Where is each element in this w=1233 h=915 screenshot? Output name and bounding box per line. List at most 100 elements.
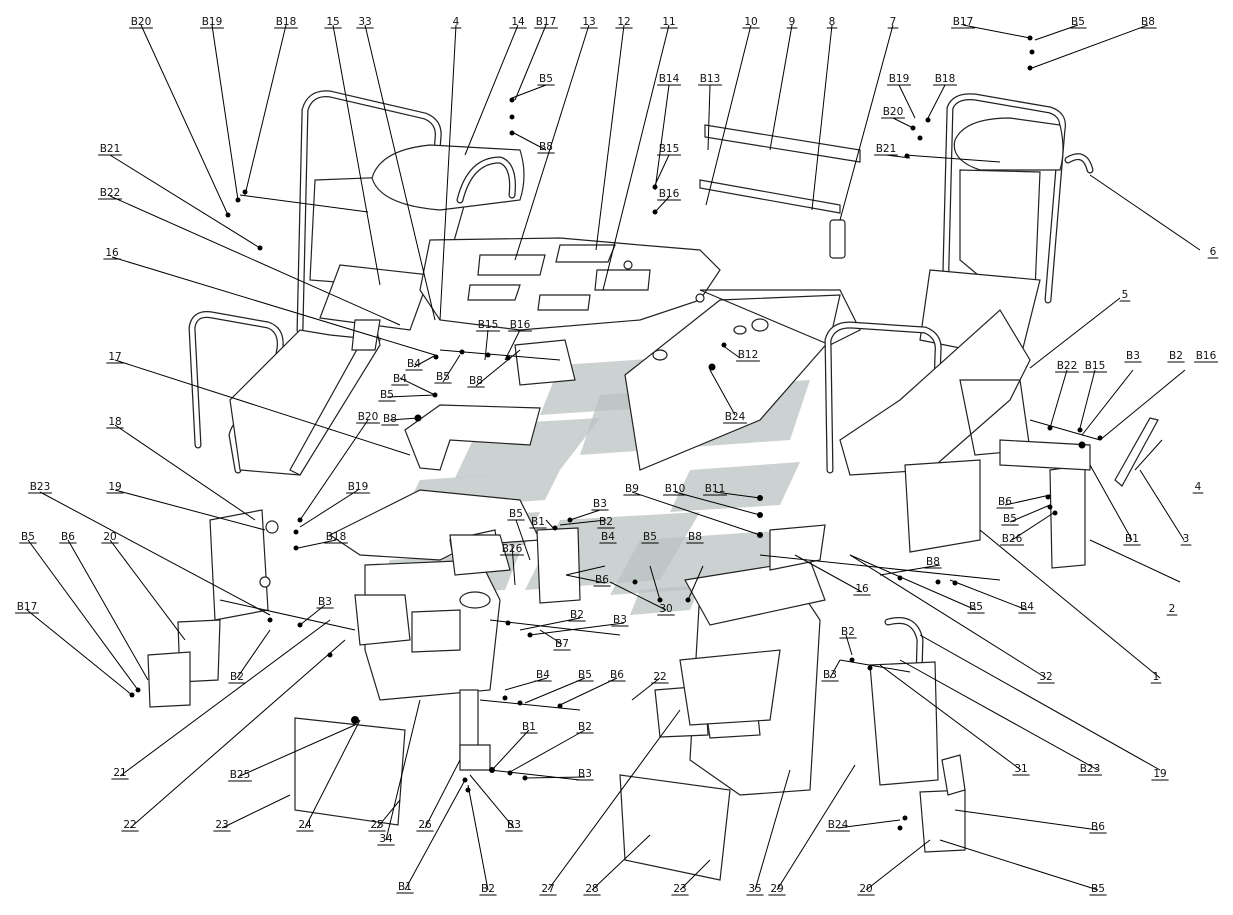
callout-B1b: B1 — [1125, 533, 1139, 545]
callout-B8a: B8 — [1141, 16, 1155, 28]
callout-B18b: B18 — [935, 73, 956, 85]
callout-B15a: B15 — [659, 143, 680, 155]
callout-11: 11 — [662, 16, 675, 28]
callout-B20c: B20 — [358, 411, 379, 423]
callout-B22: B22 — [100, 187, 121, 199]
callout-B5i: B5 — [969, 601, 983, 613]
callout-B2f: B2 — [578, 721, 592, 733]
callout-B2d: B2 — [230, 671, 244, 683]
callout-B5b: B5 — [539, 73, 553, 85]
callout-B3c: B3 — [318, 596, 332, 608]
callout-20b: 20 — [859, 883, 872, 895]
callout-31: 31 — [1014, 763, 1027, 775]
callout-18: 18 — [108, 416, 121, 428]
callout-B17c: B17 — [17, 601, 38, 613]
callout-4a: 4 — [453, 16, 460, 28]
callout-3: 3 — [1183, 533, 1190, 545]
callout-B7: B7 — [555, 638, 569, 650]
callout-B4b: B4 — [393, 373, 407, 385]
callout-B15b: B15 — [478, 319, 499, 331]
callout-26: 26 — [418, 819, 432, 831]
callout-B5c: B5 — [436, 371, 450, 383]
callout-B8d: B8 — [383, 413, 397, 425]
callout-B5d: B5 — [380, 389, 394, 401]
callout-30: 30 — [659, 603, 672, 615]
callout-33: 33 — [358, 16, 371, 28]
callout-B12: B12 — [738, 349, 759, 361]
callout-32: 32 — [1039, 671, 1052, 683]
callout-B5e: B5 — [509, 508, 523, 520]
callout-2: 2 — [1169, 603, 1176, 615]
callout-B6c: B6 — [595, 574, 609, 586]
callout-B4d: B4 — [1020, 601, 1034, 613]
callout-22a: 22 — [653, 671, 666, 683]
callout-B5a: B5 — [1071, 16, 1085, 28]
callout-B1d: B1 — [398, 881, 412, 893]
callout-B2a: B2 — [1169, 350, 1183, 362]
callout-B17b: B17 — [953, 16, 974, 28]
callout-B24b: B24 — [828, 819, 849, 831]
callout-6: 6 — [1210, 246, 1217, 258]
callout-B24a: B24 — [725, 411, 746, 423]
callout-B3e: B3 — [823, 669, 837, 681]
callout-B3g: B3 — [507, 819, 521, 831]
callout-15: 15 — [326, 16, 339, 28]
callout-B8f: B8 — [926, 556, 940, 568]
callout-29: 29 — [770, 883, 783, 895]
callout-B6b: B6 — [61, 531, 75, 543]
callout-B16c: B16 — [1196, 350, 1217, 362]
callout-B19c: B19 — [348, 481, 369, 493]
callout-35: 35 — [748, 883, 761, 895]
callout-17: 17 — [108, 351, 121, 363]
callout-B26a: B26 — [1002, 533, 1023, 545]
callout-B23a: B23 — [30, 481, 51, 493]
callout-B1c: B1 — [522, 721, 536, 733]
callout-16b: 16 — [855, 583, 869, 595]
callout-B21: B21 — [100, 143, 121, 155]
callout-14: 14 — [511, 16, 525, 28]
callout-B3a: B3 — [1126, 350, 1140, 362]
callout-13: 13 — [582, 16, 595, 28]
callout-22b: 22 — [123, 819, 136, 831]
callout-19b: 19 — [1153, 768, 1166, 780]
callout-B10: B10 — [665, 483, 686, 495]
callout-B20: B20 — [131, 16, 152, 28]
callout-B5k: B5 — [1091, 883, 1105, 895]
callout-23b: 23 — [673, 883, 686, 895]
callout-B21b: B21 — [876, 143, 897, 155]
callout-7: 7 — [890, 16, 897, 28]
callout-27: 27 — [541, 883, 554, 895]
callout-B11: B11 — [705, 483, 726, 495]
callout-B3b: B3 — [593, 498, 607, 510]
callout-20a: 20 — [103, 531, 116, 543]
callout-B2g: B2 — [481, 883, 495, 895]
callout-B19: B19 — [202, 16, 223, 28]
callout-B3d: B3 — [613, 614, 627, 626]
callout-B6d: B6 — [610, 669, 624, 681]
callout-B5h: B5 — [21, 531, 35, 543]
callout-12: 12 — [617, 16, 630, 28]
callout-28: 28 — [585, 883, 598, 895]
callout-B15c: B15 — [1085, 360, 1106, 372]
callout-B8b: B8 — [539, 141, 553, 153]
callout-34: 34 — [379, 833, 393, 845]
callout-19a: 19 — [108, 481, 121, 493]
callout-B6a: B6 — [998, 496, 1012, 508]
callout-B26b: B26 — [502, 543, 523, 555]
callout-5: 5 — [1122, 289, 1129, 301]
callout-B9: B9 — [625, 483, 639, 495]
callout-B19b: B19 — [889, 73, 910, 85]
callout-B22b: B22 — [1057, 360, 1078, 372]
callout-B5f: B5 — [1003, 513, 1017, 525]
callout-9: 9 — [789, 16, 796, 28]
callout-21: 21 — [113, 767, 126, 779]
callout-25: 25 — [370, 819, 383, 831]
callout-B6e: B6 — [1091, 821, 1105, 833]
callout-B20b: B20 — [883, 106, 904, 118]
callout-B2c: B2 — [570, 609, 584, 621]
callout-B8c: B8 — [469, 375, 483, 387]
part-drawings — [147, 90, 1159, 881]
